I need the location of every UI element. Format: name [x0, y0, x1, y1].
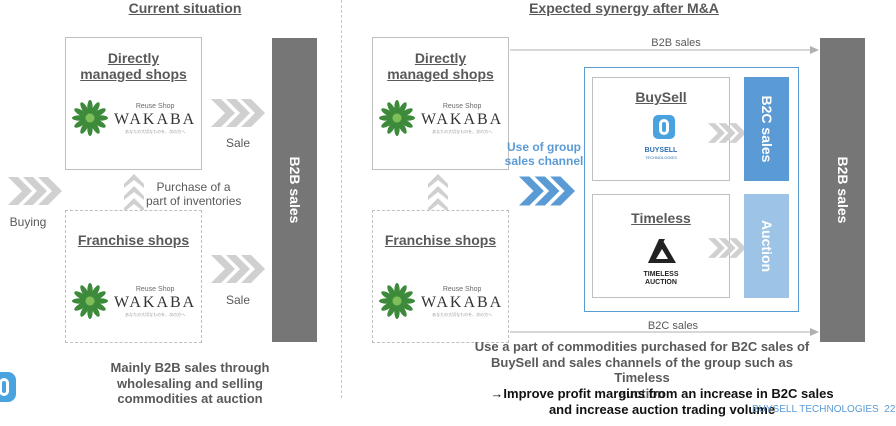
wakaba-leaf-logo-icon [72, 283, 108, 319]
right-b2b-sales-bar: B2B sales [820, 38, 865, 342]
right-franchise-wakaba-logo: Reuse Shop WAKABA あなたの大切なものを、次の方へ [379, 283, 503, 319]
right-b2c-bottom-label: B2C sales [647, 320, 699, 332]
wakaba-leaf-logo-icon [379, 100, 415, 136]
sale-bottom-chevron-arrow-icon [211, 253, 265, 285]
wakaba-big: WAKABA [114, 110, 197, 128]
buysell-logo-subtext: TECHNOLOGIES [645, 155, 677, 160]
wakaba-tagline: あなたの大切なものを、次の方へ [125, 128, 186, 134]
right-directly-managed-box: Directly managed shops Reuse Shop WAKABA… [372, 37, 509, 170]
left-directly-managed-box: Directly managed shops Reuse Shop WAKABA… [65, 37, 202, 170]
purchase-up-chevron-arrow-icon [123, 172, 145, 212]
group-sales-channel-label: Use of group sales channel [504, 140, 584, 168]
right-up-chevron-arrow-icon [427, 172, 449, 212]
footer-company: BUYSELL TECHNOLOGIES 22 [752, 404, 896, 415]
sale-top-chevron-arrow-icon [211, 97, 265, 129]
left-franchise-title: Franchise shops [77, 232, 190, 248]
b2b-top-line-arrow [510, 46, 819, 54]
timeless-logo-subtext: AUCTION [645, 279, 677, 286]
buysell-logo-icon [653, 115, 675, 139]
wakaba-leaf-logo-icon [379, 283, 415, 319]
right-franchise-box: Franchise shops Reuse Shop WAKABA あなたの大切… [372, 210, 509, 343]
right-directly-title-1: Directly [414, 50, 467, 66]
sale-top-label: Sale [225, 136, 251, 150]
footer-page-number: 22 [884, 404, 896, 415]
right-franchise-title: Franchise shops [384, 232, 497, 248]
group-channel-frame [584, 67, 799, 312]
wakaba-small: Reuse Shop [135, 102, 175, 110]
left-heading: Current situation [128, 0, 242, 16]
wakaba-leaf-logo-icon [72, 100, 108, 136]
right-b2b-top-label: B2B sales [651, 37, 701, 49]
b2c-bottom-line-arrow [510, 328, 819, 336]
timeless-chevron-arrow-icon [708, 236, 746, 260]
right-heading: Expected synergy after M&A [529, 0, 719, 16]
purchase-label: Purchase of a part of inventories [146, 180, 242, 208]
timeless-logo-icon [648, 239, 676, 263]
left-directly-wakaba-logo: Reuse Shop WAKABA あなたの大切なものを、次の方へ [72, 100, 196, 136]
buysell-title: BuySell [635, 89, 687, 105]
timeless-title: Timeless [631, 210, 691, 226]
right-directly-title-2: managed shops [387, 66, 494, 82]
timeless-box: Timeless TIMELESS AUCTION [592, 194, 730, 298]
group-channel-blue-chevron-arrow-icon [519, 174, 575, 208]
right-note-conclusion: →Improve profit margins from an increase… [490, 386, 834, 417]
buying-label: Buying [9, 215, 47, 229]
timeless-logo-text: TIMELESS [643, 271, 679, 278]
buysell-logo-text: BUYSELL [644, 147, 678, 154]
left-note: Mainly B2B sales through wholesaling and… [110, 360, 270, 406]
auction-bar: Auction [744, 194, 789, 298]
left-directly-title-2: managed shops [80, 66, 187, 82]
left-directly-title-1: Directly [107, 50, 160, 66]
right-directly-wakaba-logo: Reuse Shop WAKABA あなたの大切なものを、次の方へ [379, 100, 503, 136]
b2c-sales-bar: B2C sales [744, 77, 789, 181]
buysell-chevron-arrow-icon [708, 121, 746, 145]
left-franchise-box: Franchise shops Reuse Shop WAKABA あなたの大切… [65, 210, 202, 343]
section-divider [341, 0, 342, 398]
buysell-box: BuySell BUYSELL TECHNOLOGIES [592, 77, 730, 181]
buysell-corner-logo-icon [0, 372, 16, 402]
left-b2b-sales-bar: B2B sales [272, 38, 317, 342]
right-note: Use a part of commodities purchased for … [474, 339, 810, 401]
left-franchise-wakaba-logo: Reuse Shop WAKABA あなたの大切なものを、次の方へ [72, 283, 196, 319]
buying-chevron-arrow-icon [8, 175, 62, 207]
sale-bottom-label: Sale [225, 293, 251, 307]
